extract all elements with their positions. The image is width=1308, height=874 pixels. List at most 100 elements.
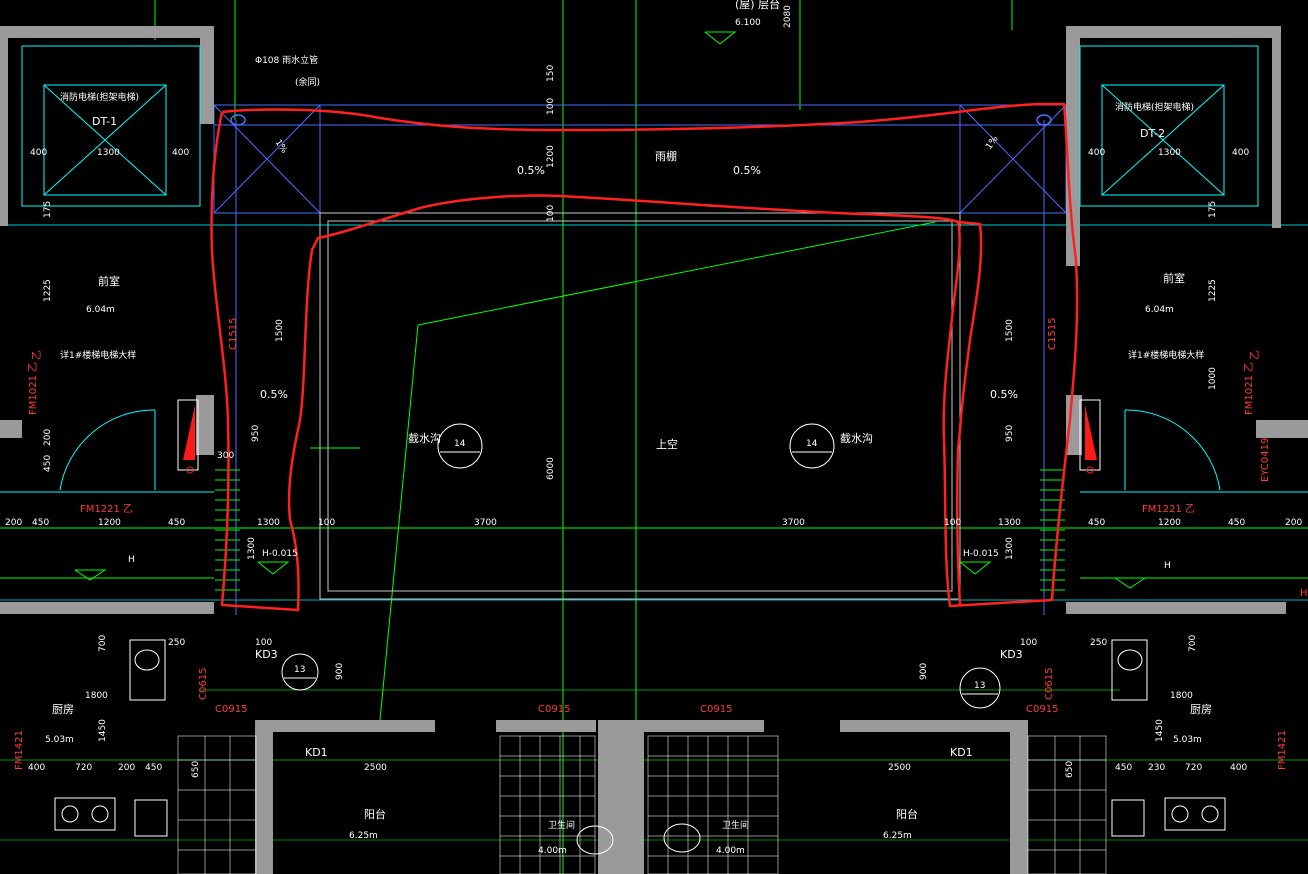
dim-100-l: 100 [318,518,335,528]
callout-14-right: 14 [806,439,818,449]
kitchen-left-area: 5.03m [45,735,74,745]
dim-450-kl: 450 [145,763,162,773]
dim-1450-right: 1450 [1155,719,1165,742]
dim-300-left: 300 [217,451,234,461]
lobby-left-area: 6.04m [86,305,115,315]
window-c0915-c: C0915 [700,704,732,715]
door-fm1021-left: FM1021 乙 [27,362,39,415]
dim-1300-vr: 1300 [1005,537,1015,560]
bathroom-left-area: 4.00m [538,846,567,856]
window-c0615-right: C0615 [1044,668,1055,700]
dim-100-r: 100 [944,518,961,528]
top-level-label: (屋) 层台 [735,0,780,11]
window-c1515-left: C1515 [228,318,239,350]
dim-100-top: 100 [546,98,556,115]
dim-1800-left: 1800 [85,691,108,701]
dim-left-175: 175 [43,201,53,218]
dim-left-450: 450 [43,455,53,472]
slope-left: 0.5% [517,164,545,177]
bathroom-left-label: 卫生间 [548,819,575,831]
dim-100-mid: 100 [546,205,556,222]
slope-right: 0.5% [733,164,761,177]
dim-650-left: 650 [191,761,201,778]
elevator-left-id: DT-1 [92,115,117,128]
bathroom-right-area: 4.00m [716,846,745,856]
dim-left-1225: 1225 [43,279,53,302]
dim-2080: 2080 [783,5,793,28]
void-frame [319,212,961,600]
balcony-right-label: 阳台 [896,807,918,821]
dim-720-kr: 720 [1185,763,1202,773]
dim-right-1225: 1225 [1208,279,1218,302]
dim-450-r: 450 [1088,518,1105,528]
dim-1200: 1200 [546,145,556,168]
h-level-left: H-0.015 [262,549,298,559]
window-c0915-d: C0915 [1026,704,1058,715]
dim-1500-right: 1500 [1005,319,1015,342]
window-c0615-left: C0615 [198,668,209,700]
dim-2500-right: 2500 [888,763,911,773]
window-c0915-a: C0915 [215,704,247,715]
slope-side-left: 0.5% [260,388,288,401]
dim-2500-left: 2500 [364,763,387,773]
elevator-shafts [21,45,1259,207]
callout-14-left: 14 [454,439,466,449]
void-label: 上空 [656,437,678,451]
lobby-right-label: 前室 [1163,271,1185,285]
slope-side-right: 0.5% [990,388,1018,401]
top-elevation-label: 6.100 [735,18,761,28]
kitchen-right-label: 厨房 [1190,703,1212,716]
zone-mark-right: 乙 [1249,350,1261,360]
elevator-right-id: DT-2 [1140,127,1165,140]
rain-pipes [230,114,1052,126]
dim-450-l2: 450 [168,518,185,528]
dim-left-400b: 400 [172,148,189,158]
fixtures [54,639,1226,855]
callout-13-right: 13 [974,681,985,691]
dim-1450-left: 1450 [98,719,108,742]
dim-450-r2: 450 [1228,518,1245,528]
dim-6000: 6000 [546,457,556,480]
dim-1300-r: 1300 [998,518,1021,528]
dim-100-kd3-right: 100 [1020,638,1037,648]
stair-detail-right: 详1#楼梯电梯大样 [1128,349,1204,361]
dim-left-200: 200 [43,429,53,446]
dim-450-l: 450 [32,518,49,528]
dim-450-kr: 450 [1115,763,1132,773]
door-fm1421-left: FM1421 [14,730,25,770]
h-level-right: H-0.015 [963,549,999,559]
dim-900-right: 900 [919,663,929,680]
dim-right-400a: 400 [1088,148,1105,158]
callout-13-left: 13 [294,665,305,675]
dim-3700-l: 3700 [474,518,497,528]
lobby-left-label: 前室 [98,274,120,288]
window-c1515-right: C1515 [1047,318,1058,350]
dim-1500-left: 1500 [275,319,285,342]
dim-230-kr: 230 [1148,763,1165,773]
dim-1800-right: 1800 [1170,691,1193,701]
kd3-right: KD3 [1000,648,1023,661]
dim-250-right: 250 [1090,638,1107,648]
stair-detail-left: 详1#楼梯电梯大样 [60,349,136,361]
doors [59,409,1221,491]
lobby-right-area: 6.04m [1145,305,1174,315]
eyc-label: EYC0419 [1260,438,1271,482]
dim-1300-l: 1300 [257,518,280,528]
dim-250-left: 250 [168,638,185,648]
kd1-left: KD1 [305,746,328,759]
gutter-left-label: 截水沟 [408,431,441,445]
door-fm1421-right: FM1421 [1277,730,1288,770]
gutter-right-label: 截水沟 [840,431,873,445]
dim-400-kl: 400 [28,763,45,773]
dim-1200-r: 1200 [1158,518,1181,528]
kitchen-right-area: 5.03m [1173,735,1202,745]
grid-lines [0,224,1308,601]
callouts [281,423,1001,709]
door-fm1221-right: FM1221 乙 [1142,503,1195,515]
kd3-left: KD3 [255,648,278,661]
kitchen-left-label: 厨房 [52,703,74,716]
dim-right-400b: 400 [1232,148,1249,158]
balcony-left-area: 6.25m [349,831,378,841]
dim-left-400a: 400 [30,148,47,158]
